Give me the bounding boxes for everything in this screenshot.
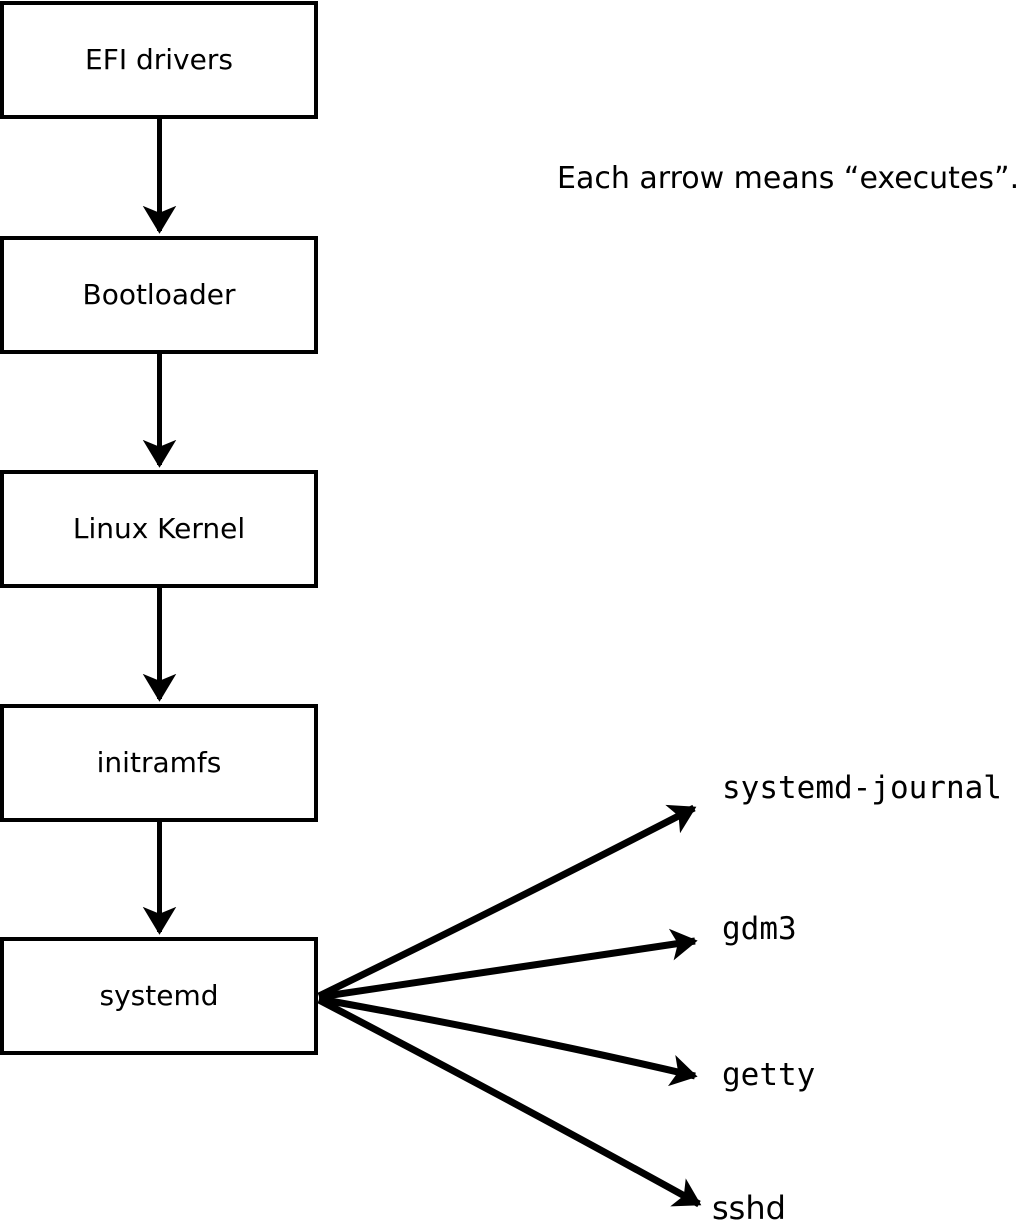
flow-box-label: EFI drivers — [85, 43, 233, 76]
flow-box-initramfs: initramfs — [0, 704, 318, 822]
spawned-process-label-gdm3: gdm3 — [722, 911, 797, 947]
flow-box-label: Bootloader — [82, 278, 236, 311]
arrow-legend-note: Each arrow means “executes”. — [557, 161, 1020, 196]
flow-box-linux-kernel: Linux Kernel — [0, 470, 318, 588]
arrow-systemd-to-journal — [317, 804, 697, 1000]
arrow-systemd-to-gdm3 — [318, 928, 698, 1001]
spawned-process-label-getty: getty — [722, 1057, 816, 1093]
flow-box-bootloader: Bootloader — [0, 236, 318, 354]
arrow-systemd-to-sshd — [317, 996, 702, 1208]
flow-box-label: initramfs — [96, 746, 222, 779]
spawned-process-label-sshd: sshd — [712, 1189, 786, 1227]
flow-box-systemd: systemd — [0, 937, 318, 1055]
spawned-process-label-systemd-journal: systemd-journal — [722, 770, 1002, 806]
flow-box-label: systemd — [99, 979, 219, 1012]
arrow-systemd-to-getty — [318, 995, 698, 1087]
flow-box-label: Linux Kernel — [72, 512, 246, 545]
flow-box-efi-drivers: EFI drivers — [0, 1, 318, 119]
